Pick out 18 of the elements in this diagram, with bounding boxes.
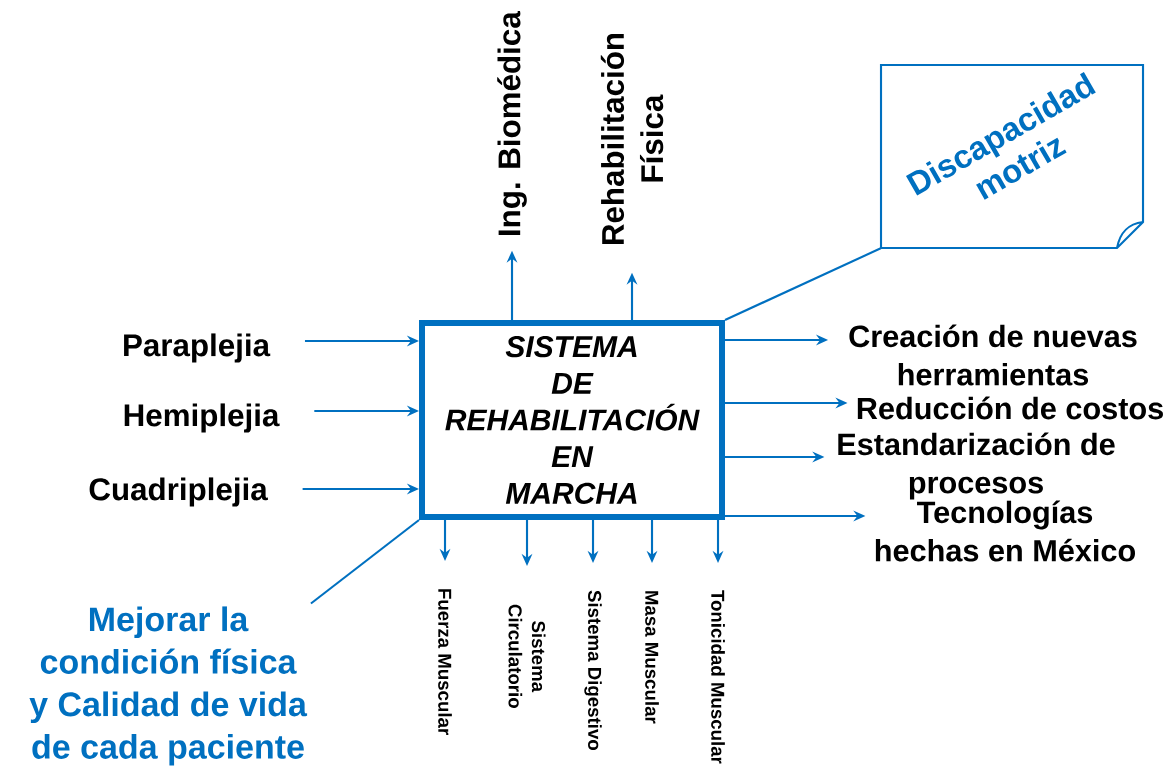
mechanism-label: Sistema Circulatorio	[508, 604, 546, 708]
control-label: Rehabilitación Física	[600, 33, 664, 245]
mechanism-label: Tonicidad Muscular	[711, 590, 725, 764]
input-label: Hemiplejia	[124, 403, 280, 433]
control-label: Ing. Biomédica	[497, 11, 527, 235]
input-label: Cuadriplejia	[89, 477, 268, 507]
output-label: Tecnologías hechas en México	[875, 500, 1135, 562]
process-box: SISTEMA DE REHABILITACIÓN EN MARCHA	[419, 320, 725, 520]
output-label: Estandarización de procesos	[838, 432, 1115, 500]
output-label: Reducción de costos	[857, 396, 1163, 420]
mechanism-label: Fuerza Muscular	[438, 589, 452, 735]
input-label: Paraplejia	[124, 333, 271, 363]
mechanism-label: Masa Muscular	[645, 591, 659, 724]
mechanism-label: Sistema Digestivo	[584, 590, 602, 750]
leader-line	[310, 519, 420, 605]
leader-line	[724, 247, 882, 321]
goal-text: Mejorar la condición física y Calidad de vida de cada paciente	[29, 606, 308, 766]
output-label: Creación de nuevas herramientas	[849, 324, 1137, 386]
